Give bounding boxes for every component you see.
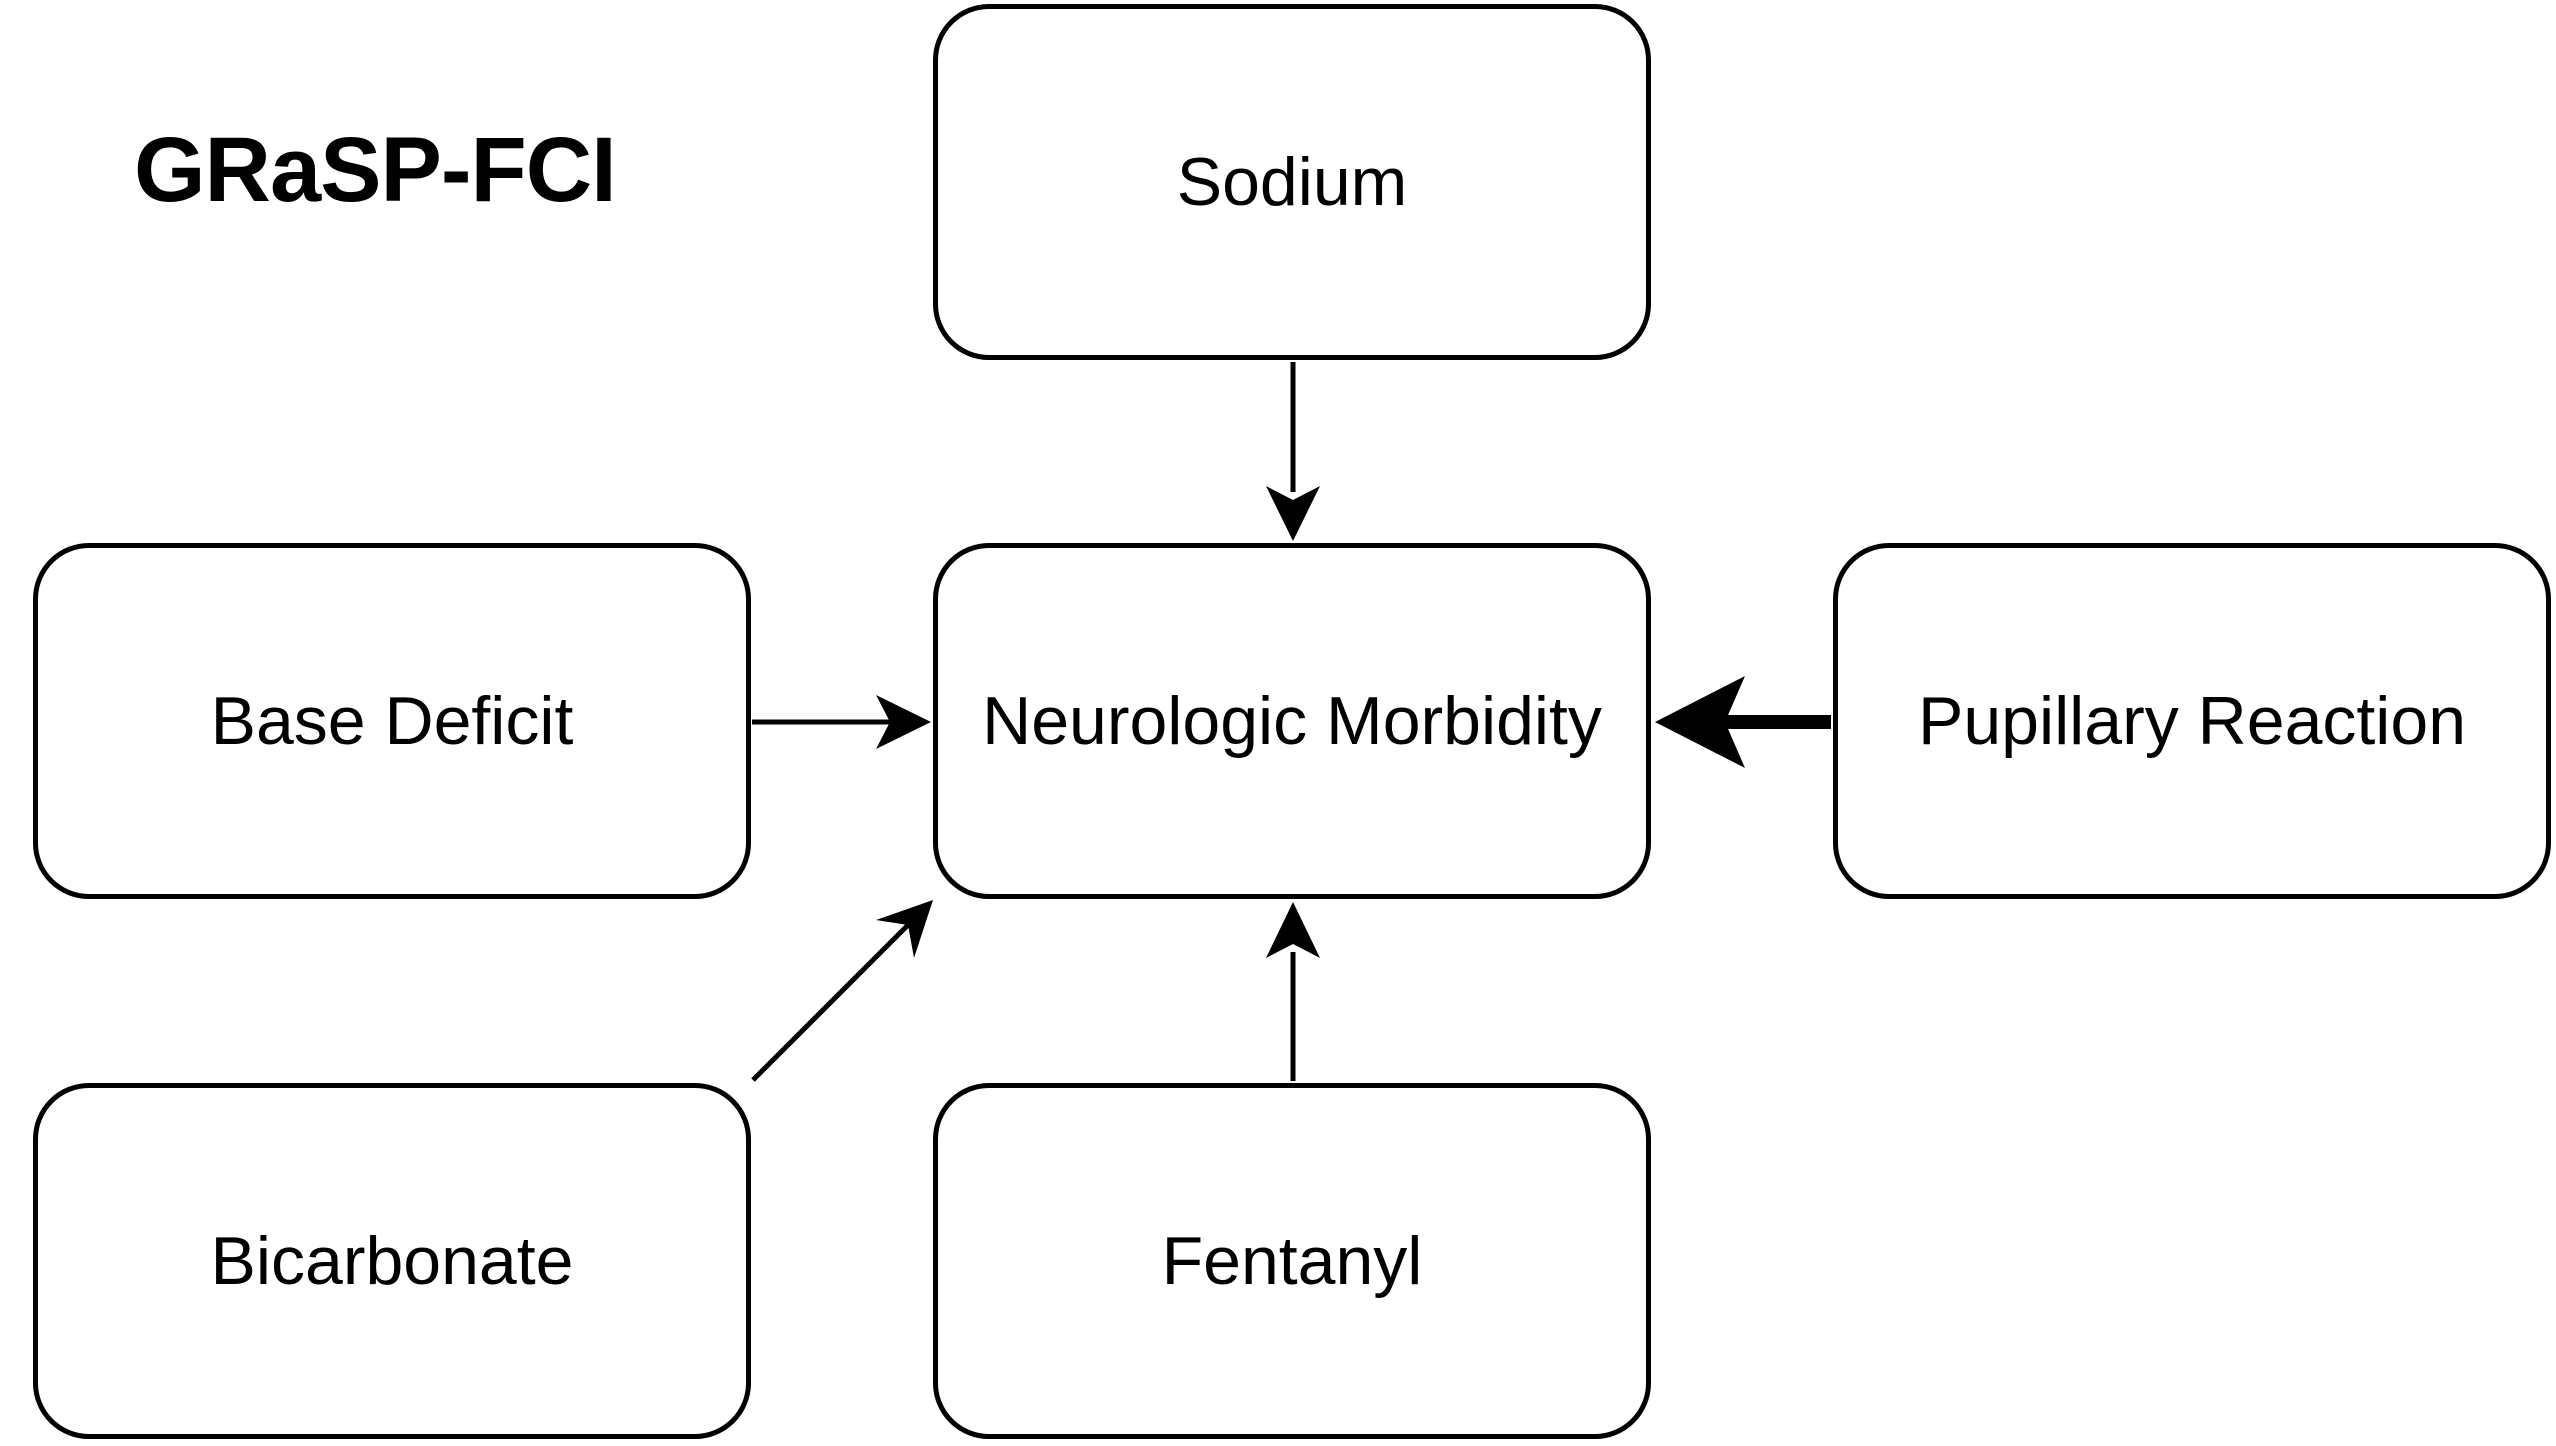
node-fentanyl: Fentanyl xyxy=(933,1083,1651,1439)
node-label: Neurologic Morbidity xyxy=(982,683,1602,759)
node-label: Fentanyl xyxy=(1161,1223,1423,1299)
node-neurologic-morbidity: Neurologic Morbidity xyxy=(933,543,1651,899)
edge-fentanyl-to-neurologic-morbidity xyxy=(1266,902,1320,1081)
edge-base-deficit-to-neurologic-morbidity xyxy=(752,695,931,749)
node-label: Base Deficit xyxy=(210,683,574,759)
node-label: Pupillary Reaction xyxy=(1917,683,2467,759)
node-bicarbonate: Bicarbonate xyxy=(33,1083,751,1439)
node-pupillary-reaction: Pupillary Reaction xyxy=(1833,543,2551,899)
node-label: Sodium xyxy=(1176,144,1408,220)
node-sodium: Sodium xyxy=(933,4,1651,360)
diagram-title: GRaSP-FCI xyxy=(134,119,617,221)
edge-sodium-to-neurologic-morbidity xyxy=(1266,362,1320,541)
node-base-deficit: Base Deficit xyxy=(33,543,751,899)
edge-pupillary-reaction-to-neurologic-morbidity xyxy=(1655,676,1831,768)
edge-bicarbonate-to-neurologic-morbidity xyxy=(751,900,933,1082)
node-label: Bicarbonate xyxy=(210,1223,574,1299)
